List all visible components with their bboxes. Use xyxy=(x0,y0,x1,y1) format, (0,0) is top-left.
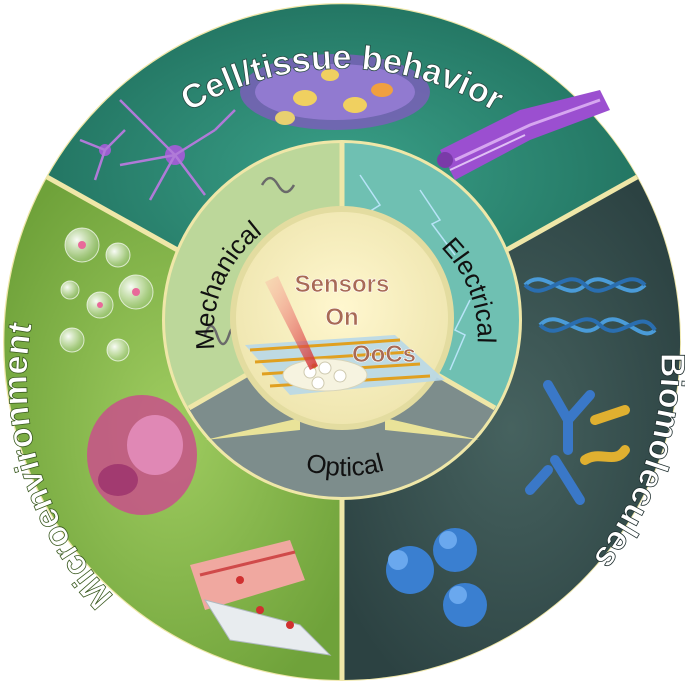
cell-surface-illustration xyxy=(240,54,430,130)
laser-beam-illustration xyxy=(265,276,318,370)
vessel-chip-illustration xyxy=(190,540,332,656)
neuron-illustration xyxy=(79,99,236,201)
light-beam-illustration xyxy=(205,418,480,440)
bubbles-illustration xyxy=(59,227,154,362)
inner-label-optical: Optical xyxy=(304,447,387,482)
antibody-illustration xyxy=(525,380,630,505)
muscle-fiber-illustration xyxy=(437,90,610,180)
tissue-cell-illustration xyxy=(87,395,197,515)
protein-illustration xyxy=(386,528,487,627)
chip-illustration xyxy=(245,335,445,395)
dna-illustration xyxy=(523,277,657,336)
center-line-1: Sensors xyxy=(295,271,390,298)
center-line-3: OoCs xyxy=(352,341,416,368)
center-line-2: On xyxy=(325,304,358,331)
